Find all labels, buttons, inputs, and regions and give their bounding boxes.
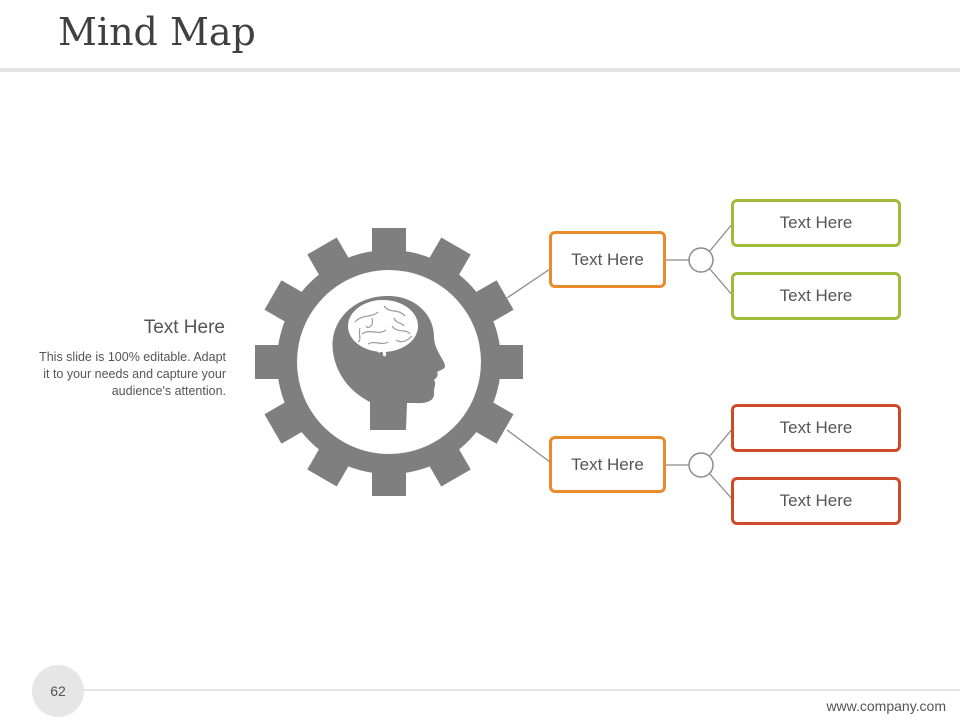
- head-brain-icon: [332, 295, 445, 430]
- branch-node-1[interactable]: Text Here: [549, 231, 666, 288]
- footer-url: www.company.com: [826, 698, 946, 714]
- slide-title: Mind Map: [58, 10, 256, 54]
- connector-gear-to-branch-2: [506, 429, 551, 463]
- branch-node-2[interactable]: Text Here: [549, 436, 666, 493]
- leaf-node-1-1[interactable]: Text Here: [731, 199, 901, 247]
- junction-node-2: [688, 452, 714, 478]
- connector-node-1-to-leaf-2: [708, 267, 734, 297]
- footer-divider: [84, 689, 960, 691]
- leaf-node-2-2[interactable]: Text Here: [731, 477, 901, 525]
- title-divider: [0, 68, 960, 72]
- connector-node-1-to-leaf-1: [708, 222, 734, 253]
- junction-node-1: [688, 247, 714, 273]
- side-text-body: This slide is 100% editable. Adapt it to…: [39, 350, 226, 398]
- connector-node-2-to-leaf-1: [708, 427, 734, 458]
- connector-node-2-to-leaf-2: [708, 472, 734, 501]
- brain-icon: [348, 300, 418, 352]
- page-number-badge: 62: [32, 665, 84, 717]
- leaf-node-1-2[interactable]: Text Here: [731, 272, 901, 320]
- leaf-node-2-1[interactable]: Text Here: [731, 404, 901, 452]
- side-text-heading: Text Here: [143, 317, 225, 338]
- connector-gear-to-branch-1: [506, 268, 551, 299]
